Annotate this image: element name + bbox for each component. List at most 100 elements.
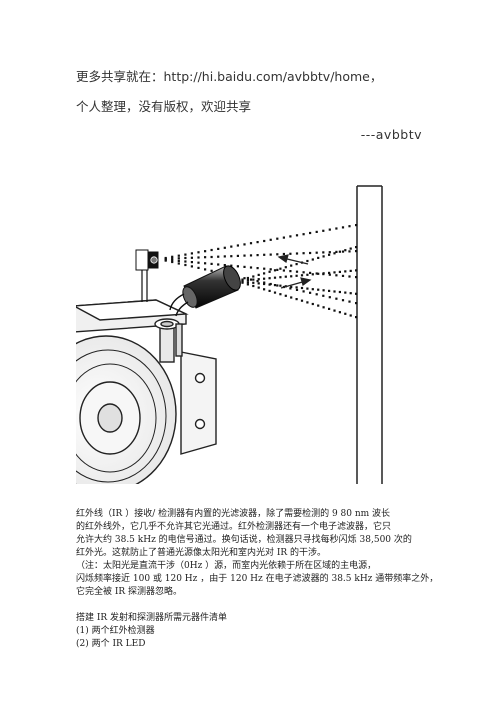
ir-beam-dot: [322, 294, 325, 297]
ir-beam-dot: [276, 253, 279, 256]
ir-detection-illustration: [76, 185, 383, 484]
ir-beam-dot: [349, 314, 352, 317]
ir-beam-dot: [341, 299, 345, 302]
ir-beam-dot: [236, 265, 239, 268]
ir-beam-dot: [284, 266, 287, 269]
paragraph-ir-filter: 红外线（IR ）接收/ 检测器有内置的光滤波器，除了需要检测的 9 80 nm …: [76, 508, 439, 599]
ir-beam-dot: [309, 231, 312, 235]
ir-beam-dot: [177, 262, 180, 265]
ir-beam-dot: [290, 264, 293, 267]
ir-beam-dot: [256, 280, 259, 283]
ir-beam-dot: [284, 294, 287, 297]
ir-beam-dot: [335, 274, 338, 277]
ir-beam-dot: [315, 251, 318, 254]
ir-beam-dot: [290, 285, 293, 288]
ir-beam-dot: [338, 270, 341, 273]
ir-beam-dot: [355, 276, 358, 279]
ir-beam-dot: [171, 260, 174, 264]
ir-beam-dot: [322, 229, 325, 232]
ir-beam-dot: [355, 250, 358, 253]
ir-beam-dot: [333, 271, 336, 274]
ir-beam-dot: [184, 253, 187, 256]
ir-beam-dot: [197, 266, 200, 269]
ir-beam-dot: [282, 236, 285, 239]
ir-beam-dot: [243, 265, 246, 268]
ir-beam-dot: [338, 290, 341, 294]
ir-beam-dot: [230, 255, 233, 258]
ir-beam-dot: [341, 226, 345, 229]
ir-beam-dot: [204, 256, 207, 259]
ir-beam-dot: [295, 270, 299, 273]
ir-beam-dot: [290, 275, 293, 278]
copyright-note: 个人整理，没有版权，欢迎共享: [76, 99, 252, 114]
ir-beam-dot: [333, 309, 336, 312]
ir-beam-dot: [355, 224, 358, 227]
ir-beam-dot: [263, 281, 266, 284]
ir-beam-dot: [300, 274, 304, 277]
ir-beam-dot: [341, 274, 345, 277]
ir-beam-dot: [236, 244, 239, 247]
ir-beam-dot: [317, 256, 320, 259]
ir-beam-dot: [177, 257, 180, 260]
ir-beam-dot: [164, 259, 167, 262]
ir-beam-dot: [315, 272, 318, 275]
component-list-title: 搭建 IR 发射和探测器所需元器件清单: [76, 613, 228, 623]
ir-beam-dot: [243, 277, 246, 280]
ir-beam-dot: [217, 255, 220, 258]
ir-beam-dot: [344, 249, 347, 252]
ir-beam-dot: [306, 301, 309, 304]
ir-beam-outgoing: [241, 246, 358, 319]
ir-beam-dot: [177, 254, 180, 257]
ir-beam-dot: [289, 287, 292, 290]
ir-beam-dot: [322, 273, 325, 276]
ir-beam-dot: [311, 258, 314, 261]
ir-beam-dot: [289, 252, 292, 255]
ir-beam-dot: [322, 251, 325, 254]
ir-beam-dot: [256, 267, 259, 270]
ir-beam-dot: [328, 271, 331, 274]
ir-beam-dot: [290, 296, 293, 299]
ir-detector: [135, 249, 159, 302]
ir-beam-dot: [210, 269, 213, 272]
ir-beam-dot: [317, 288, 320, 291]
ir-beam-dot: [315, 230, 318, 233]
ir-beam-dot: [333, 290, 336, 293]
paragraph-line: 红外光。这就防止了普通光源像太阳光和室内光对 IR 的干涉。: [76, 548, 327, 558]
ir-beam-dot: [355, 246, 358, 249]
ir-beam-dot: [246, 276, 249, 280]
ir-beam-dot: [322, 289, 325, 292]
ir-led: [169, 265, 241, 317]
ir-beam-dot: [204, 268, 207, 271]
ir-beam-dot: [171, 255, 174, 258]
ir-beam-dot: [246, 279, 249, 282]
ir-beam-dot: [328, 296, 331, 299]
ir-beam-dot: [263, 277, 266, 280]
ir-beam-dot: [249, 254, 253, 257]
ir-beam-dot: [338, 311, 341, 314]
wall: [356, 185, 383, 484]
ir-beam-dot: [355, 269, 358, 272]
ir-beam-dot: [284, 275, 287, 278]
ir-beam-dot: [302, 252, 305, 255]
ir-beam-dot: [282, 269, 285, 272]
ir-beam-dot: [344, 312, 347, 315]
ir-beam-dot: [279, 276, 282, 279]
ir-beam-dot: [210, 262, 213, 265]
ir-beam-dot: [282, 252, 285, 256]
paragraph-line: 闪烁频率接近 100 或 120 Hz ，由于 120 Hz 在电子滤波器的 3…: [76, 574, 439, 584]
ir-beam-dot: [269, 268, 272, 271]
ir-beam-dot: [184, 260, 187, 263]
ir-beam-dot: [273, 284, 277, 287]
component-list: 搭建 IR 发射和探测器所需元器件清单 (1) 两个红外检测器 (2) 两个 I…: [76, 612, 436, 651]
ir-beam-dot: [306, 273, 309, 276]
ir-beam-dot: [348, 225, 351, 228]
ir-beam-dot: [289, 235, 292, 238]
ir-beam-dot: [338, 250, 341, 253]
ir-beam-dot: [184, 263, 187, 267]
ir-beam-dot: [295, 234, 299, 237]
ir-beam-dot: [279, 293, 282, 296]
ir-beam-dot: [273, 269, 277, 272]
ir-beam-dot: [204, 250, 207, 253]
ir-beam-dot: [348, 300, 351, 303]
ir-beam-dot: [276, 268, 279, 271]
